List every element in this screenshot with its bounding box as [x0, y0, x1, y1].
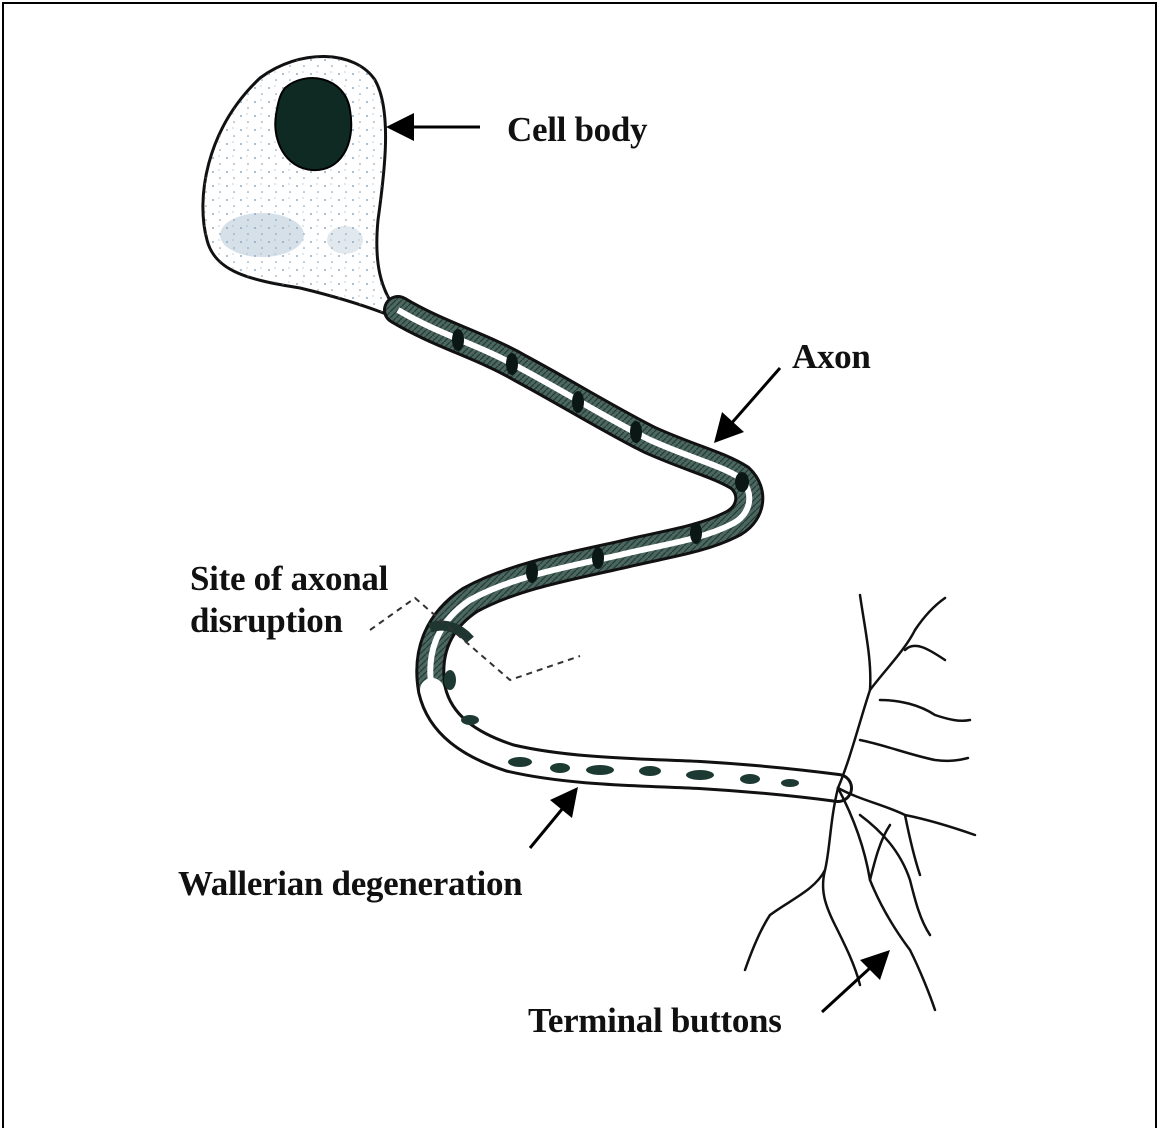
label-wallerian: Wallerian degeneration — [178, 864, 522, 903]
label-axon: Axon — [792, 337, 871, 376]
cell-body — [203, 56, 414, 326]
cell-body-arrow — [386, 113, 480, 141]
terminal-branches — [745, 595, 975, 1010]
label-terminal: Terminal buttons — [528, 1001, 782, 1040]
axon — [398, 310, 838, 788]
wallerian-arrow — [530, 787, 578, 848]
label-site-line2: disruption — [190, 601, 343, 640]
axon-arrow — [714, 368, 780, 443]
nucleus — [275, 78, 351, 170]
label-cell-body: Cell body — [507, 110, 648, 149]
label-site-line1: Site of axonal — [190, 559, 389, 598]
terminal-arrow — [822, 950, 890, 1012]
